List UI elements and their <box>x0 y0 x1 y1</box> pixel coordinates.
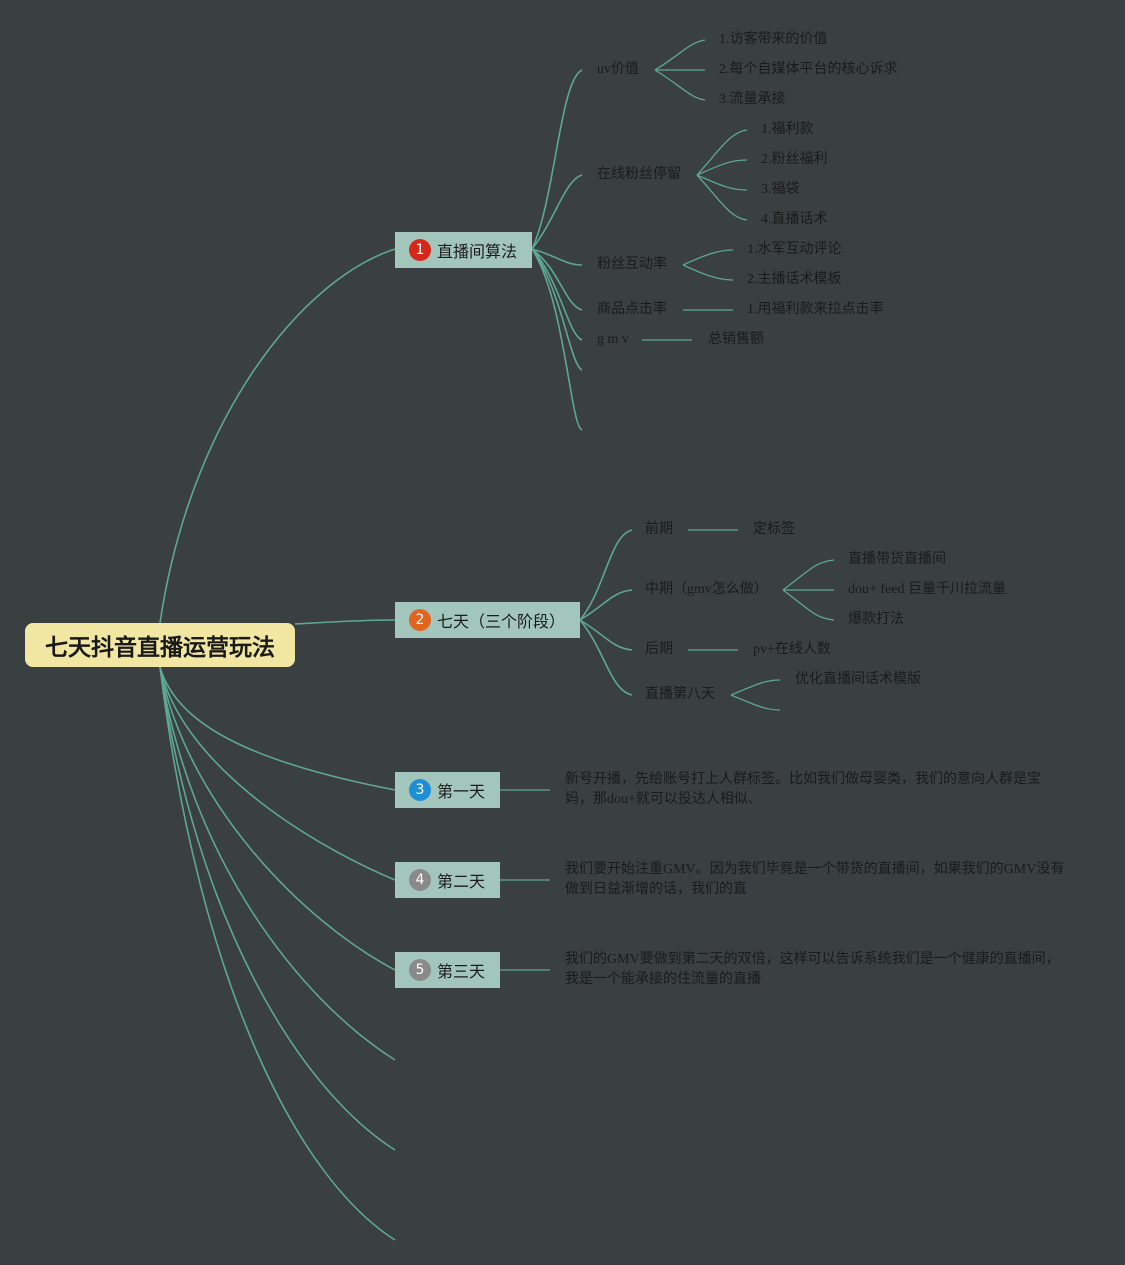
number-badge-icon: 4 <box>409 869 431 891</box>
note-line: 新号开播，先给账号打上人群标签。比如我们做母婴类，我们的意向人群是宝 <box>565 772 1041 787</box>
note-line: 妈，那dou+就可以投达人相似、 <box>565 792 762 807</box>
leaf-node[interactable]: dou+ feed 巨量千川拉流量 <box>848 582 1006 597</box>
leaf-node[interactable]: 4.直播话术 <box>761 212 828 227</box>
leaf-node[interactable]: 定标签 <box>753 522 795 537</box>
subtopic-early-stage[interactable]: 前期 <box>645 522 673 537</box>
note-day-three[interactable]: 我们的GMV要做到第二天的双倍，这样可以告诉系统我们是一个健康的直播间， 我是一… <box>565 950 1065 990</box>
root-topic[interactable]: 七天抖音直播运营玩法 <box>25 623 295 667</box>
topic-day-two[interactable]: 4 第二天 <box>395 862 500 898</box>
subtopic-click-rate[interactable]: 商品点击率 <box>597 302 667 317</box>
subtopic-uv-value[interactable]: uv价值 <box>597 62 639 77</box>
leaf-node[interactable]: 优化直播间话术模版 <box>795 672 921 687</box>
root-topic-label: 七天抖音直播运营玩法 <box>45 635 275 661</box>
topic-day-three[interactable]: 5 第三天 <box>395 952 500 988</box>
number-badge-icon: 2 <box>409 609 431 631</box>
topic-label: 第一天 <box>437 782 486 801</box>
leaf-node[interactable]: 3.流量承接 <box>719 92 786 107</box>
subtopic-day-eight[interactable]: 直播第八天 <box>645 687 715 702</box>
leaf-node[interactable]: 1.访客带来的价值 <box>719 32 828 47</box>
leaf-node[interactable]: 1.用福利款来拉点击率 <box>747 302 884 317</box>
subtopic-fan-interaction[interactable]: 粉丝互动率 <box>597 257 667 272</box>
topic-label: 第二天 <box>437 872 486 891</box>
topic-day-one[interactable]: 3 第一天 <box>395 772 500 808</box>
leaf-node[interactable]: 爆款打法 <box>848 612 904 627</box>
subtopic-fan-retention[interactable]: 在线粉丝停留 <box>597 167 681 182</box>
leaf-node[interactable]: pv+在线人数 <box>753 642 831 657</box>
note-day-two[interactable]: 我们要开始注重GMV。因为我们毕竟是一个带货的直播间，如果我们的GMV没有 做到… <box>565 860 1065 900</box>
topic-algorithm[interactable]: 1 直播间算法 <box>395 232 532 268</box>
note-line: 做到日益渐增的话，我们的直 <box>565 882 747 897</box>
leaf-node[interactable]: 总销售额 <box>708 332 764 347</box>
leaf-node[interactable]: 2.主播话术模板 <box>747 272 842 287</box>
topic-seven-days[interactable]: 2 七天（三个阶段） <box>395 602 580 638</box>
leaf-node[interactable]: 3.福袋 <box>761 182 800 197</box>
topic-label: 第三天 <box>437 962 486 981</box>
topic-label: 直播间算法 <box>437 242 518 261</box>
note-line: 我们要开始注重GMV。因为我们毕竟是一个带货的直播间，如果我们的GMV没有 <box>565 862 1065 877</box>
subtopic-late-stage[interactable]: 后期 <box>645 642 673 657</box>
note-day-one[interactable]: 新号开播，先给账号打上人群标签。比如我们做母婴类，我们的意向人群是宝 妈，那do… <box>565 770 1065 810</box>
note-line: 我是一个能承接的住流量的直播 <box>565 972 761 987</box>
leaf-node[interactable]: 2.粉丝福利 <box>761 152 828 167</box>
leaf-node[interactable]: 2.每个自媒体平台的核心诉求 <box>719 62 898 77</box>
leaf-node[interactable]: 直播带货直播间 <box>848 552 946 567</box>
number-badge-icon: 3 <box>409 779 431 801</box>
number-badge-icon: 5 <box>409 959 431 981</box>
note-line: 我们的GMV要做到第二天的双倍，这样可以告诉系统我们是一个健康的直播间， <box>565 952 1060 967</box>
leaf-node[interactable]: 1.福利款 <box>761 122 814 137</box>
number-badge-icon: 1 <box>409 239 431 261</box>
topic-label: 七天（三个阶段） <box>437 612 566 631</box>
subtopic-middle-stage[interactable]: 中期（gmv怎么做） <box>645 582 768 597</box>
leaf-node[interactable]: 1.水军互动评论 <box>747 242 842 257</box>
subtopic-gmv[interactable]: g m v <box>597 332 629 347</box>
